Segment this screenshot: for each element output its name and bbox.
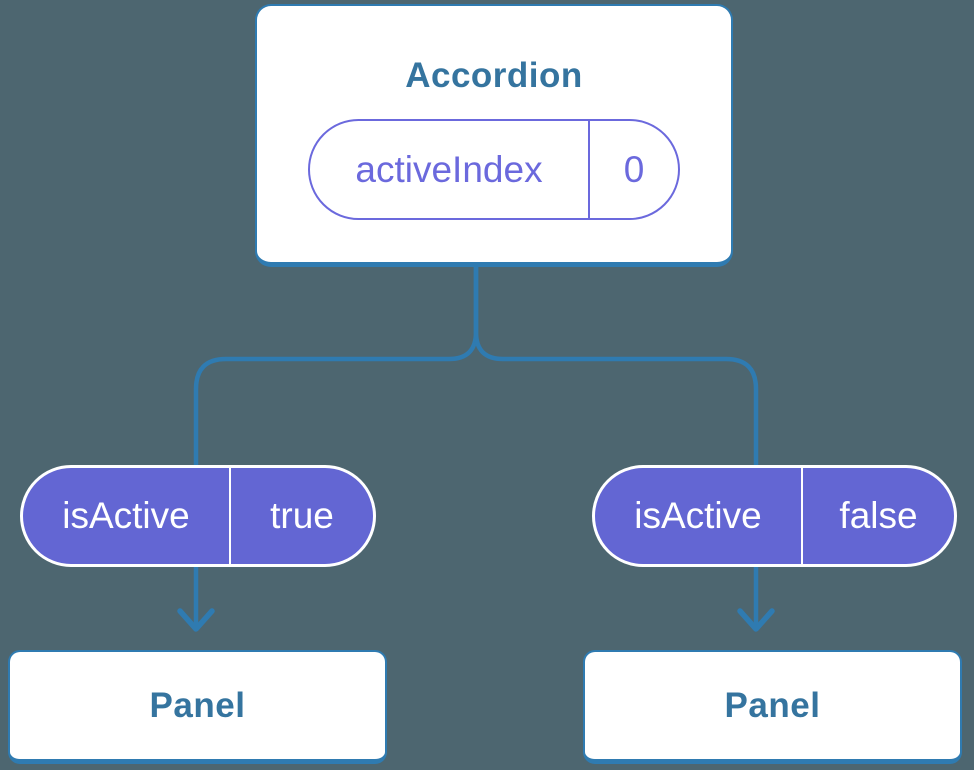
pill-divider (229, 468, 231, 564)
state-name: activeIndex (355, 148, 543, 190)
panel-component-card-left: Panel (8, 650, 387, 764)
prop-value: false (839, 495, 918, 536)
connector-left-branch (193, 264, 479, 626)
arrow-down-icon (177, 608, 215, 632)
prop-name: isActive (634, 495, 762, 536)
panel-component-card-right: Panel (583, 650, 962, 764)
prop-value: true (270, 495, 334, 536)
connector-right-branch (473, 264, 759, 626)
component-title: Accordion (405, 56, 583, 95)
pill-divider (588, 121, 590, 218)
state-pill: activeIndex 0 (308, 119, 680, 220)
arrow-down-icon (737, 608, 775, 632)
accordion-component-card: Accordion activeIndex 0 (255, 4, 733, 267)
prop-pill-right: isActive false (592, 465, 957, 567)
state-value: 0 (623, 148, 645, 190)
pill-divider (801, 468, 803, 564)
prop-name: isActive (62, 495, 190, 536)
prop-pill-left: isActive true (20, 465, 376, 567)
